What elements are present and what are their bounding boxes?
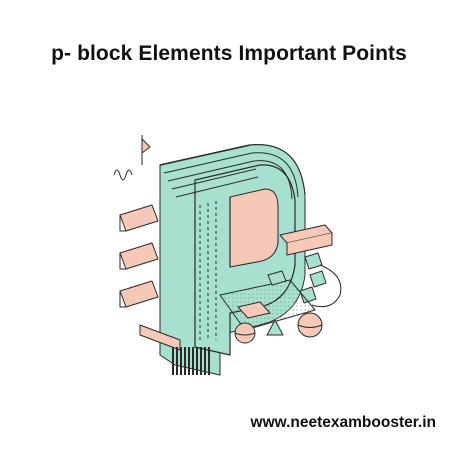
- isometric-letter-p-icon: [113, 135, 342, 376]
- website-url[interactable]: www.neetexambooster.in: [250, 414, 436, 431]
- page-title: p- block Elements Important Points: [51, 42, 407, 65]
